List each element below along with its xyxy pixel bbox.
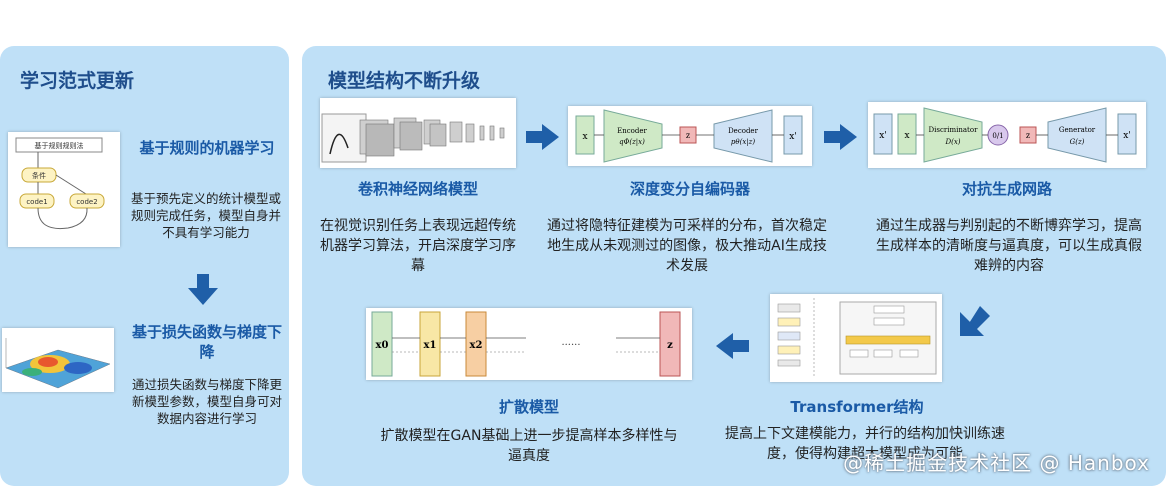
cnn-diagram xyxy=(321,113,505,163)
loss-surface-image xyxy=(2,328,114,392)
gan-x-label: x xyxy=(904,131,909,141)
gan-diagram: x' x Discriminator D(x) 0/1 z Generator … xyxy=(873,107,1137,163)
loss-gd-heading: 基于损失函数与梯度下降 xyxy=(132,323,283,361)
panel-title: 学习范式更新 xyxy=(20,70,135,92)
transformer-name: Transformer结构 xyxy=(790,398,924,416)
gan-z-label: z xyxy=(1026,131,1030,140)
flow-top-label: 基于规则规则法 xyxy=(35,141,84,150)
rule-ml-heading: 基于规则的机器学习 xyxy=(139,139,275,157)
rule-flowchart-image: 基于规则规则法 条件 code1 code2 xyxy=(8,132,120,247)
model-structure-panel: 模型结构不断升级 卷积神经网络模型 在视觉识别任务上表现远超传统机器学习算法，开… xyxy=(302,46,1166,486)
vae-xprime-label: x' xyxy=(789,132,797,142)
diffusion-image: x0 x1 x2 ······ z xyxy=(366,308,692,380)
transformer-diagram xyxy=(777,298,937,378)
vae-z-label: z xyxy=(686,131,690,140)
vae-encoder-formula: qΦ(z|x) xyxy=(619,138,645,146)
gan-disc-formula: D(x) xyxy=(944,138,960,146)
down-arrow-icon xyxy=(188,274,218,305)
rule-ml-desc: 基于预先定义的统计模型或规则完成任务，模型自身并不具有学习能力 xyxy=(130,191,281,240)
diff-x1-label: x1 xyxy=(424,340,437,351)
gan-image: x' x Discriminator D(x) 0/1 z Generator … xyxy=(868,102,1146,168)
gan-desc: 通过生成器与判别起的不断博弈学习，提高生成样本的清晰度与逼真度，可以生成真假难辨… xyxy=(876,218,1142,274)
vae-encoder-label: Encoder xyxy=(617,127,647,135)
diff-x2-label: x2 xyxy=(470,340,483,351)
diffusion-desc: 扩散模型在GAN基础上进一步提高样本多样性与逼真度 xyxy=(380,428,678,464)
gan-out-label: 0/1 xyxy=(992,132,1003,140)
gan-disc-label: Discriminator xyxy=(929,126,979,134)
transformer-desc: 提高上下文建模能力，并行的结构加快训练速度，使得构建超大模型成为可能 xyxy=(725,426,1005,462)
gan-gen-label: Generator xyxy=(1059,126,1096,134)
cnn-image xyxy=(320,98,516,168)
left-arrow-icon xyxy=(716,333,749,359)
cnn-name: 卷积神经网络模型 xyxy=(357,180,478,198)
loss-gd-desc: 通过损失函数与梯度下降更新模型参数，模型自身可对数据内容进行学习 xyxy=(132,377,283,426)
panel-title: 模型结构不断升级 xyxy=(328,70,481,92)
vae-diagram: x Encoder qΦ(z|x) z Decoder pθ(x|z) x' xyxy=(575,109,803,163)
vae-desc: 通过将隐特征建模为可采样的分布，首次稳定地生成从未观测过的图像，极大推动AI生成… xyxy=(547,218,827,274)
vae-x-label: x xyxy=(582,132,587,142)
gan-gen-formula: G(z) xyxy=(1070,138,1085,146)
flow-cond-label: 条件 xyxy=(32,171,46,180)
watermark: @稀土掘金技术社区 @ Hanbox xyxy=(843,451,1150,475)
diff-x0-label: x0 xyxy=(376,340,389,351)
diff-z-label: z xyxy=(667,340,673,351)
transformer-image xyxy=(770,294,942,382)
diffusion-name: 扩散模型 xyxy=(498,398,559,416)
vae-decoder-formula: pθ(x|z) xyxy=(731,138,755,146)
learning-paradigm-panel: 学习范式更新 基于规则规则法 条件 code1 code2 基于规则的机器学习 … xyxy=(0,46,289,486)
vae-decoder-label: Decoder xyxy=(728,127,759,135)
vae-image: x Encoder qΦ(z|x) z Decoder pθ(x|z) x' xyxy=(568,106,812,166)
vae-name: 深度变分自编码器 xyxy=(629,180,750,198)
diffusion-diagram: x0 x1 x2 ······ z xyxy=(371,311,681,377)
flowchart-diagram: 基于规则规则法 条件 code1 code2 xyxy=(15,137,105,230)
right-arrow-icon xyxy=(526,124,559,150)
flow-code2-label: code2 xyxy=(76,198,97,206)
loss-surface-plot xyxy=(5,338,111,389)
down-left-arrow-icon xyxy=(960,306,990,336)
right-arrow-icon xyxy=(824,124,857,150)
gan-name: 对抗生成网路 xyxy=(961,180,1052,198)
gan-xprime-label: x' xyxy=(879,131,887,141)
flow-code1-label: code1 xyxy=(26,198,47,206)
gan-xprime2-label: x' xyxy=(1123,131,1131,141)
cnn-desc: 在视觉识别任务上表现远超传统机器学习算法，开启深度学习序幕 xyxy=(320,218,516,274)
diff-dots: ······ xyxy=(561,340,580,351)
